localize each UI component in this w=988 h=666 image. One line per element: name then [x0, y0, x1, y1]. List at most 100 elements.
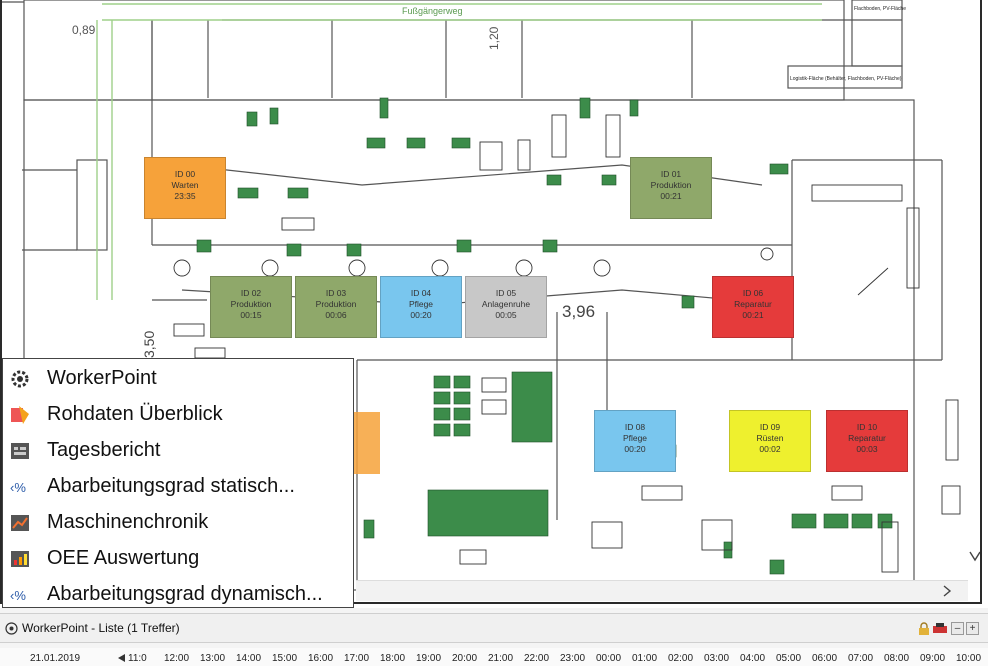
- station-status: Anlagenruhe: [481, 299, 531, 309]
- station-time: 00:20: [410, 310, 432, 320]
- timeline-tick: 23:00: [560, 653, 586, 664]
- timeline-tick: 09:00: [920, 653, 946, 664]
- menu-item-rohdaten[interactable]: Rohdaten Überblick: [7, 397, 351, 431]
- raw-data-icon: [11, 406, 29, 424]
- station-status: Produktion: [650, 180, 692, 190]
- workerpoint-icon: [5, 622, 18, 635]
- walkway-label: Fußgängerweg: [402, 6, 463, 16]
- menu-item-label: Abarbeitungsgrad statisch...: [47, 475, 295, 497]
- oee-icon: [11, 551, 29, 567]
- timeline-tick: 01:00: [632, 653, 658, 664]
- menu-item-workerpoint[interactable]: WorkerPoint: [7, 361, 351, 395]
- station-time: 00:21: [742, 310, 764, 320]
- minimize-button[interactable]: –: [951, 622, 964, 635]
- station-status: Reparatur: [848, 433, 886, 443]
- station-time: 00:03: [856, 444, 878, 454]
- timeline-tick: 10:00: [956, 653, 982, 664]
- station-time: 00:20: [624, 444, 646, 454]
- station-id: ID 00: [174, 169, 196, 179]
- menu-item-label: Maschinenchronik: [47, 511, 209, 533]
- maximize-button[interactable]: +: [966, 622, 979, 635]
- timeline-tick: 21:00: [488, 653, 514, 664]
- menu-item-oee[interactable]: OEE Auswertung: [7, 541, 351, 575]
- timeline-tick: 06:00: [812, 653, 838, 664]
- station-id: ID 01: [660, 169, 682, 179]
- station-status: Warten: [171, 180, 199, 190]
- dimension-3-96: 3,96: [562, 302, 595, 321]
- station-id: ID 08: [624, 422, 646, 432]
- timeline-tick: 00:00: [596, 653, 622, 664]
- station-time: 23:35: [174, 191, 196, 201]
- menu-item-tagesbericht[interactable]: Tagesbericht: [7, 433, 351, 467]
- timeline-tick: 12:00: [164, 653, 190, 664]
- station-time: 00:21: [660, 191, 682, 201]
- station-id: ID 10: [856, 422, 878, 432]
- list-panel-header: WorkerPoint - Liste (1 Treffer) – +: [0, 613, 988, 643]
- report-icon: [11, 443, 29, 459]
- percent-icon: ‹%: [10, 588, 26, 603]
- menu-item-label: Abarbeitungsgrad dynamisch...: [47, 583, 323, 605]
- station-status: Produktion: [315, 299, 357, 309]
- station-id: ID 06: [742, 288, 764, 298]
- scroll-down-icon[interactable]: [969, 551, 980, 562]
- timeline-tick: 03:00: [704, 653, 730, 664]
- timeline-tick: 20:00: [452, 653, 478, 664]
- horizontal-scrollbar[interactable]: [356, 580, 968, 601]
- station-time: 00:05: [495, 310, 517, 320]
- dimension-0-89: 0,89: [72, 23, 96, 37]
- timeline-tick: 08:00: [884, 653, 910, 664]
- timeline-tick: 18:00: [380, 653, 406, 664]
- station-status: Produktion: [230, 299, 272, 309]
- cog-icon: [11, 370, 29, 388]
- svg-text:‹%: ‹%: [10, 588, 26, 603]
- menu-item-label: Rohdaten Überblick: [47, 403, 223, 425]
- zone-label-logistics: Logistik-Fläche (Behälter, Flachboden, P…: [790, 76, 902, 82]
- vertical-scrollbar[interactable]: [968, 0, 980, 580]
- lock-icon[interactable]: [918, 622, 930, 635]
- menu-item-maschinenchronik[interactable]: Maschinenchronik: [7, 505, 351, 539]
- station-id: ID 04: [410, 288, 432, 298]
- menu-item-label: WorkerPoint: [47, 367, 157, 389]
- station-status: Pflege: [622, 433, 648, 443]
- station-time: 00:06: [325, 310, 347, 320]
- station-time: 00:02: [759, 444, 781, 454]
- station-status: Reparatur: [734, 299, 772, 309]
- menu-item-label: Tagesbericht: [47, 439, 161, 461]
- timeline-tick: 19:00: [416, 653, 442, 664]
- station-status: Pflege: [408, 299, 434, 309]
- timeline-tick: 17:00: [344, 653, 370, 664]
- timeline-prev-icon[interactable]: [118, 654, 126, 662]
- station-id: ID 09: [759, 422, 781, 432]
- context-menu: WorkerPoint Rohdaten Überblick Tagesberi…: [2, 358, 354, 608]
- timeline-date: 21.01.2019: [30, 653, 81, 664]
- station-id: ID 03: [325, 288, 347, 298]
- station-tile-partial[interactable]: [354, 412, 380, 474]
- dimension-1-20: 1,20: [487, 26, 501, 50]
- scroll-right-icon[interactable]: [943, 585, 952, 597]
- menu-item-abarbeitungsgrad-statisch[interactable]: ‹% Abarbeitungsgrad statisch...: [7, 469, 351, 503]
- dimension-3-50: 3,50: [141, 331, 157, 358]
- timeline-tick: 11:0: [128, 653, 147, 664]
- print-icon[interactable]: [932, 622, 948, 635]
- percent-icon: ‹%: [10, 480, 26, 495]
- list-panel-title: WorkerPoint - Liste (1 Treffer): [22, 621, 180, 635]
- timeline-tick: 04:00: [740, 653, 766, 664]
- zone-label-pv: Flachboden, PV-Fläche: [854, 6, 906, 12]
- menu-item-abarbeitungsgrad-dynamisch[interactable]: ‹% Abarbeitungsgrad dynamisch...: [7, 577, 351, 611]
- menu-item-label: OEE Auswertung: [47, 547, 200, 569]
- timeline-tick: 13:00: [200, 653, 226, 664]
- timeline-tick: 07:00: [848, 653, 874, 664]
- svg-text:‹%: ‹%: [10, 480, 26, 495]
